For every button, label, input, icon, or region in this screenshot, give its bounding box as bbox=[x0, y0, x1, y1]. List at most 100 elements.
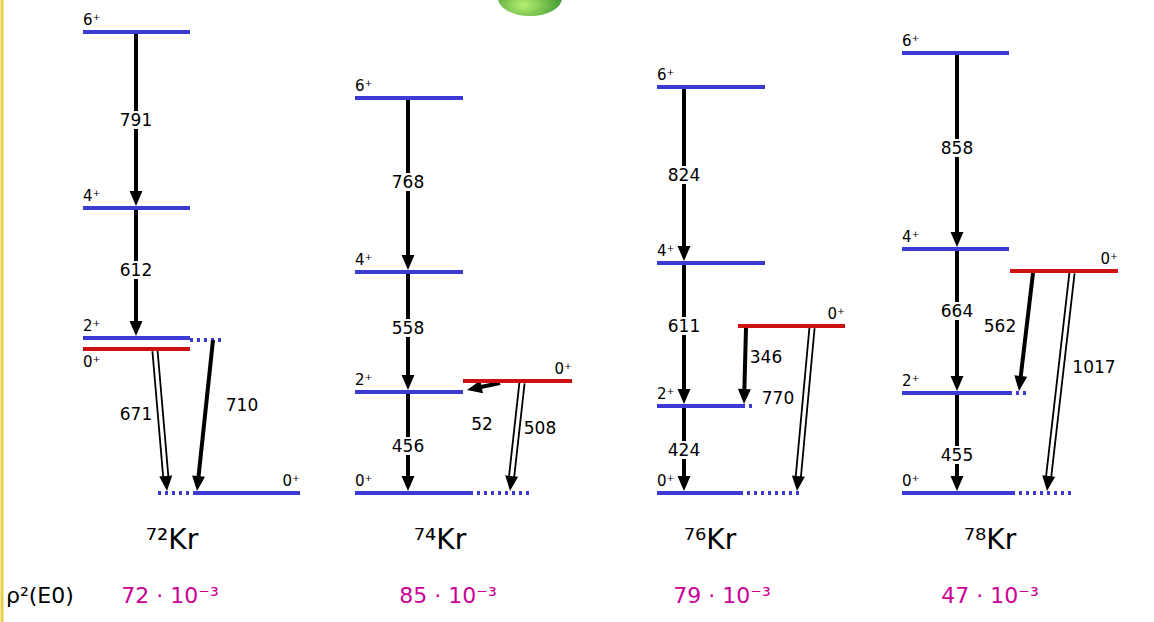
transition-energy: 1017 bbox=[1070, 358, 1117, 377]
e0-strength-value: 72 · 10⁻³ bbox=[121, 584, 218, 608]
energy-level: 2⁺ bbox=[902, 391, 1009, 395]
arrow-head bbox=[505, 475, 518, 491]
arrow-head bbox=[678, 476, 691, 491]
transition-energy: 664 bbox=[939, 302, 975, 321]
slide-border bbox=[1, 0, 4, 622]
e0-line bbox=[1046, 273, 1070, 478]
transition-energy: 824 bbox=[666, 166, 702, 185]
spin-label: 2⁺ bbox=[657, 387, 674, 402]
arrow-head bbox=[678, 246, 691, 261]
e0-line bbox=[509, 383, 520, 478]
spin-label: 0⁺ bbox=[283, 474, 300, 489]
isotope-label: ⁷⁴Kr bbox=[414, 525, 466, 556]
energy-level: 0⁺ bbox=[1010, 269, 1118, 273]
energy-level: 6⁺ bbox=[902, 51, 1009, 55]
energy-level: 2⁺ bbox=[83, 336, 190, 340]
level-extension bbox=[1009, 391, 1027, 395]
transition-energy: 858 bbox=[939, 139, 975, 158]
arrow-head bbox=[130, 191, 143, 206]
level-extension bbox=[742, 404, 756, 408]
transition-energy: 612 bbox=[118, 261, 154, 280]
energy-level: 4⁺ bbox=[355, 270, 463, 274]
spin-label: 6⁺ bbox=[355, 79, 372, 94]
spin-label: 4⁺ bbox=[902, 230, 919, 245]
level-extension bbox=[1012, 491, 1075, 495]
energy-level: 4⁺ bbox=[902, 247, 1009, 251]
spin-label: 2⁺ bbox=[902, 374, 919, 389]
level-extension bbox=[740, 491, 800, 495]
energy-level: 6⁺ bbox=[355, 96, 463, 100]
spin-label: 4⁺ bbox=[657, 244, 674, 259]
dotted-extensions bbox=[158, 340, 1075, 493]
level-extension bbox=[190, 338, 222, 342]
spin-label: 0⁺ bbox=[657, 474, 674, 489]
energy-level: 4⁺ bbox=[657, 261, 765, 265]
energy-level: 0⁺ bbox=[738, 324, 845, 328]
gamma-transition bbox=[1042, 273, 1074, 491]
arrow-head bbox=[130, 321, 143, 336]
arrow-head bbox=[402, 375, 415, 390]
energy-level: 2⁺ bbox=[657, 404, 742, 408]
transition-energy: 791 bbox=[118, 111, 154, 130]
spin-label: 6⁺ bbox=[657, 68, 674, 83]
spin-label: 0⁺ bbox=[83, 355, 100, 370]
arrow-head bbox=[951, 376, 964, 391]
gamma-line bbox=[1021, 273, 1033, 378]
level-extension bbox=[470, 491, 530, 495]
e0-strength-value: 79 · 10⁻³ bbox=[673, 584, 770, 608]
arrow-head bbox=[192, 475, 205, 491]
e0-line bbox=[796, 328, 810, 478]
energy-level: 0⁺ bbox=[195, 491, 300, 495]
transition-energy: 424 bbox=[666, 441, 702, 460]
transition-energy: 611 bbox=[666, 317, 702, 336]
arrow-head bbox=[159, 476, 172, 492]
arrow-head bbox=[678, 389, 691, 404]
energy-level: 0⁺ bbox=[657, 491, 740, 495]
spin-label: 0⁺ bbox=[555, 362, 572, 377]
transition-energy: 558 bbox=[390, 319, 426, 338]
transition-energy: 770 bbox=[760, 389, 796, 408]
spin-label: 2⁺ bbox=[83, 319, 100, 334]
transition-energy: 671 bbox=[118, 405, 154, 424]
arrow-head bbox=[402, 255, 415, 270]
spin-label: 6⁺ bbox=[83, 13, 100, 28]
arrow-head bbox=[1042, 475, 1055, 491]
gamma-transition bbox=[951, 395, 964, 491]
gamma-line bbox=[198, 340, 213, 478]
isotope-label: ⁷⁶Kr bbox=[684, 525, 736, 556]
arrow-head bbox=[951, 476, 964, 491]
arrow-head bbox=[951, 232, 964, 247]
e0-strength-value: 85 · 10⁻³ bbox=[399, 584, 496, 608]
energy-level: 0⁺ bbox=[355, 491, 470, 495]
quantity-label: ρ²(E0) bbox=[6, 584, 74, 608]
gamma-transition bbox=[152, 351, 172, 491]
spin-label: 4⁺ bbox=[355, 253, 372, 268]
spin-label: 0⁺ bbox=[828, 307, 845, 322]
transition-energy: 346 bbox=[748, 348, 784, 367]
gamma-line bbox=[480, 383, 500, 387]
nucleus-shape bbox=[498, 0, 562, 16]
transition-energy: 768 bbox=[390, 173, 426, 192]
gamma-line bbox=[744, 328, 746, 391]
gamma-transition bbox=[792, 328, 815, 491]
arrow-head bbox=[738, 389, 751, 404]
energy-level: 2⁺ bbox=[355, 390, 463, 394]
arrow-head bbox=[792, 475, 805, 491]
spin-label: 4⁺ bbox=[83, 189, 100, 204]
gamma-transition bbox=[951, 251, 964, 391]
energy-level: 0⁺ bbox=[902, 491, 1012, 495]
transition-energy: 562 bbox=[982, 317, 1018, 336]
isotope-label: ⁷⁸Kr bbox=[964, 525, 1016, 556]
spin-label: 0⁺ bbox=[902, 474, 919, 489]
spin-label: 0⁺ bbox=[355, 474, 372, 489]
transition-energy: 52 bbox=[469, 415, 495, 434]
spin-label: 0⁺ bbox=[1101, 252, 1118, 267]
transition-energy: 456 bbox=[390, 437, 426, 456]
arrow-head bbox=[1014, 375, 1027, 391]
energy-level: 0⁺ bbox=[83, 347, 190, 351]
e0-line bbox=[158, 351, 169, 478]
transition-energy: 508 bbox=[522, 419, 558, 438]
gamma-transition bbox=[192, 340, 213, 491]
energy-level: 6⁺ bbox=[657, 85, 765, 89]
